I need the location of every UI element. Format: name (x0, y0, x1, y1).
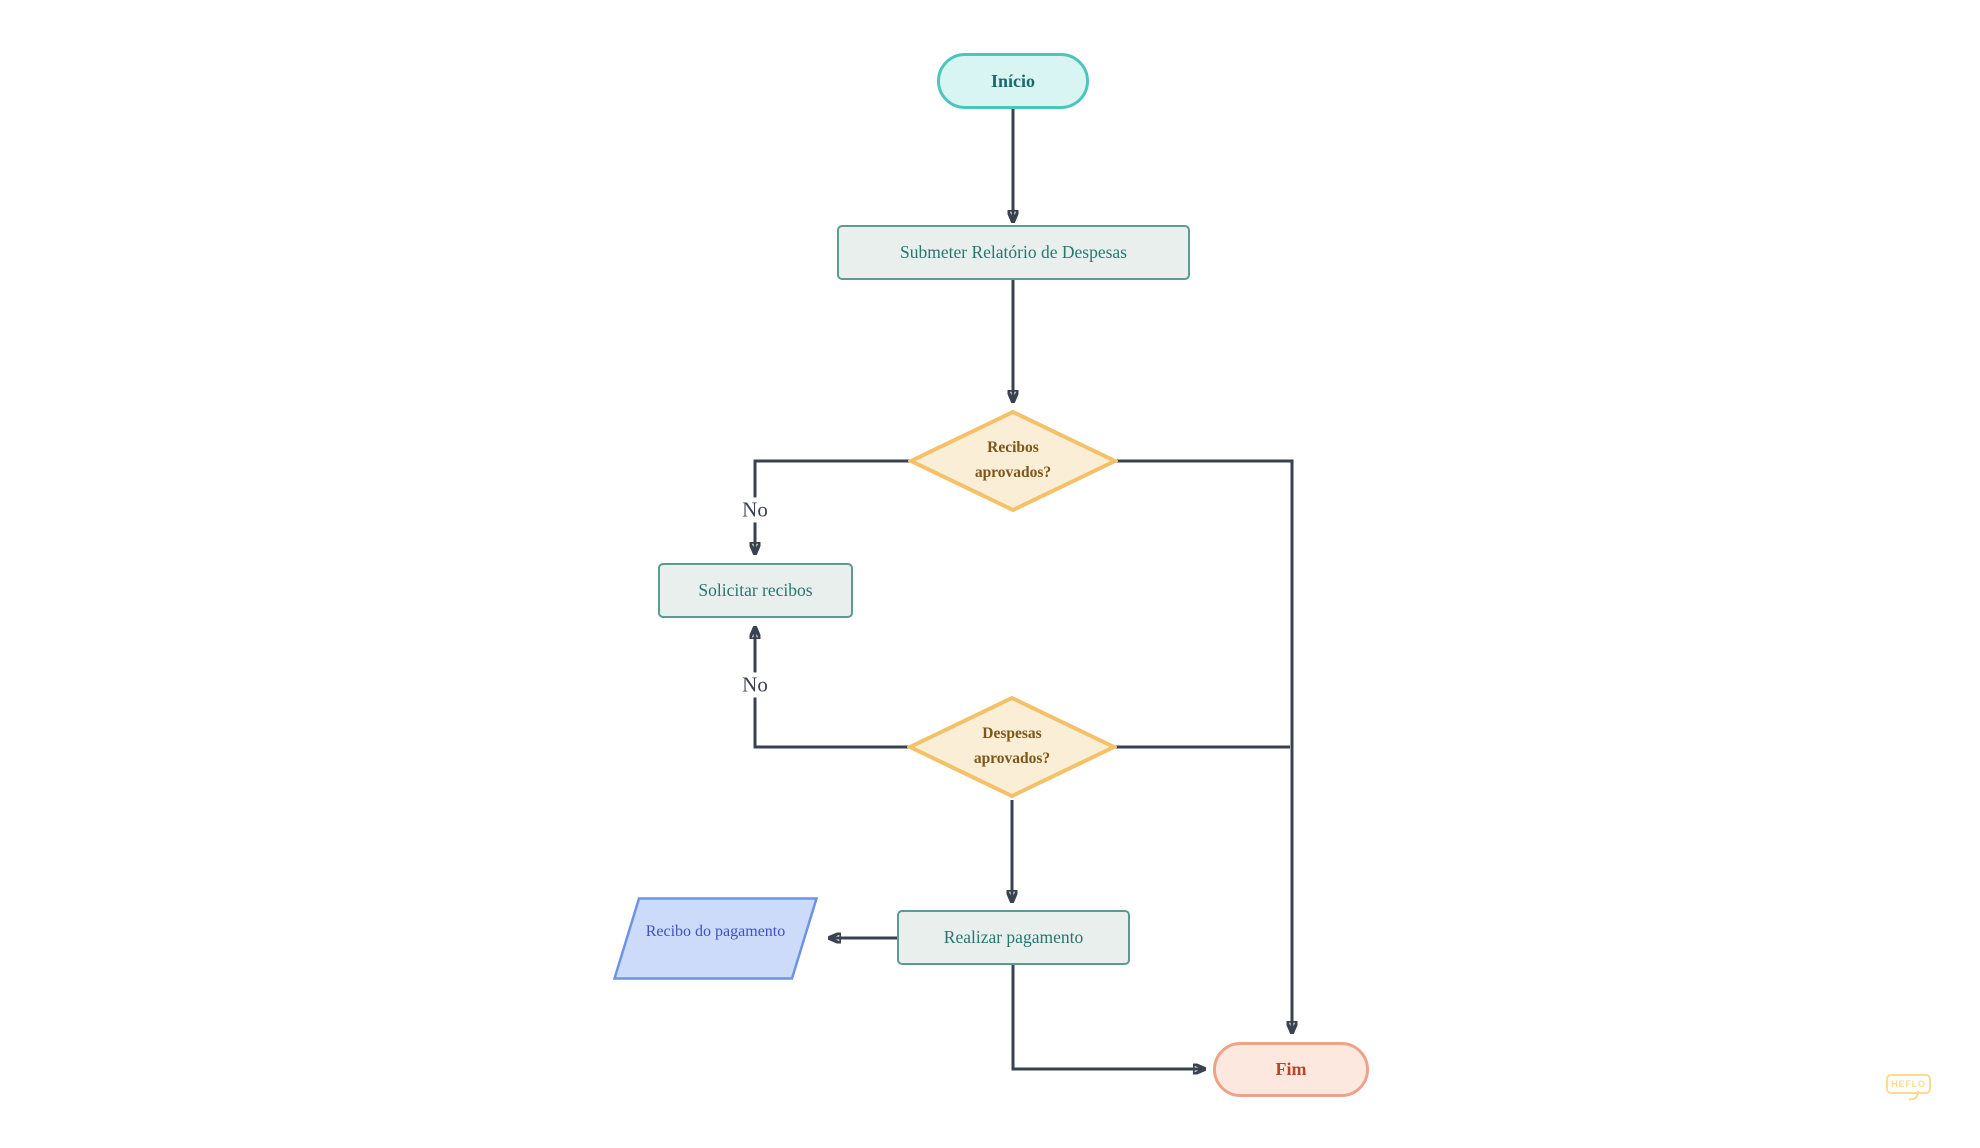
edge-expenses-no-to-request (755, 627, 909, 749)
edge-receipts-yes-to-end (1115, 459, 1292, 1033)
start-node[interactable]: Início (937, 53, 1089, 109)
heflo-logo-tail-icon (1908, 1091, 1920, 1101)
payment-receipt-node[interactable]: Recibo do pagamento (613, 897, 818, 980)
expenses-approved-decision-node[interactable]: Despesas aprovados? (907, 695, 1117, 799)
receipts-approved-decision-node[interactable]: Recibos aprovados? (908, 409, 1118, 513)
edge-label-no-expenses: No (737, 672, 773, 698)
heflo-watermark: HEFLO (1886, 1074, 1932, 1104)
end-node[interactable]: Fim (1213, 1042, 1369, 1097)
start-node-label: Início (990, 70, 1035, 91)
request-receipts-label: Solicitar recibos (698, 580, 813, 600)
payment-receipt-label: Recibo do pagamento (645, 922, 786, 940)
make-payment-label: Realizar pagamento (943, 927, 1084, 947)
edge-payment-to-end (1011, 965, 1205, 1069)
diamond-shape (907, 695, 1117, 799)
diamond-shape (908, 409, 1118, 513)
receipts-approved-label: Recibos aprovados? (974, 439, 1052, 481)
expenses-approved-label: Despesas aprovados? (973, 725, 1051, 767)
heflo-logo: HEFLO (1886, 1074, 1931, 1094)
edge-label-no-receipts: No (737, 497, 773, 523)
end-node-label: Fim (1275, 1059, 1307, 1079)
parallelogram-shape (613, 897, 818, 980)
submit-report-node[interactable]: Submeter Relatório de Despesas (837, 225, 1190, 280)
request-receipts-node[interactable]: Solicitar recibos (658, 563, 853, 618)
edge-receipts-no-to-request (755, 459, 911, 554)
submit-report-label: Submeter Relatório de Despesas (900, 242, 1127, 262)
make-payment-node[interactable]: Realizar pagamento (897, 910, 1130, 965)
